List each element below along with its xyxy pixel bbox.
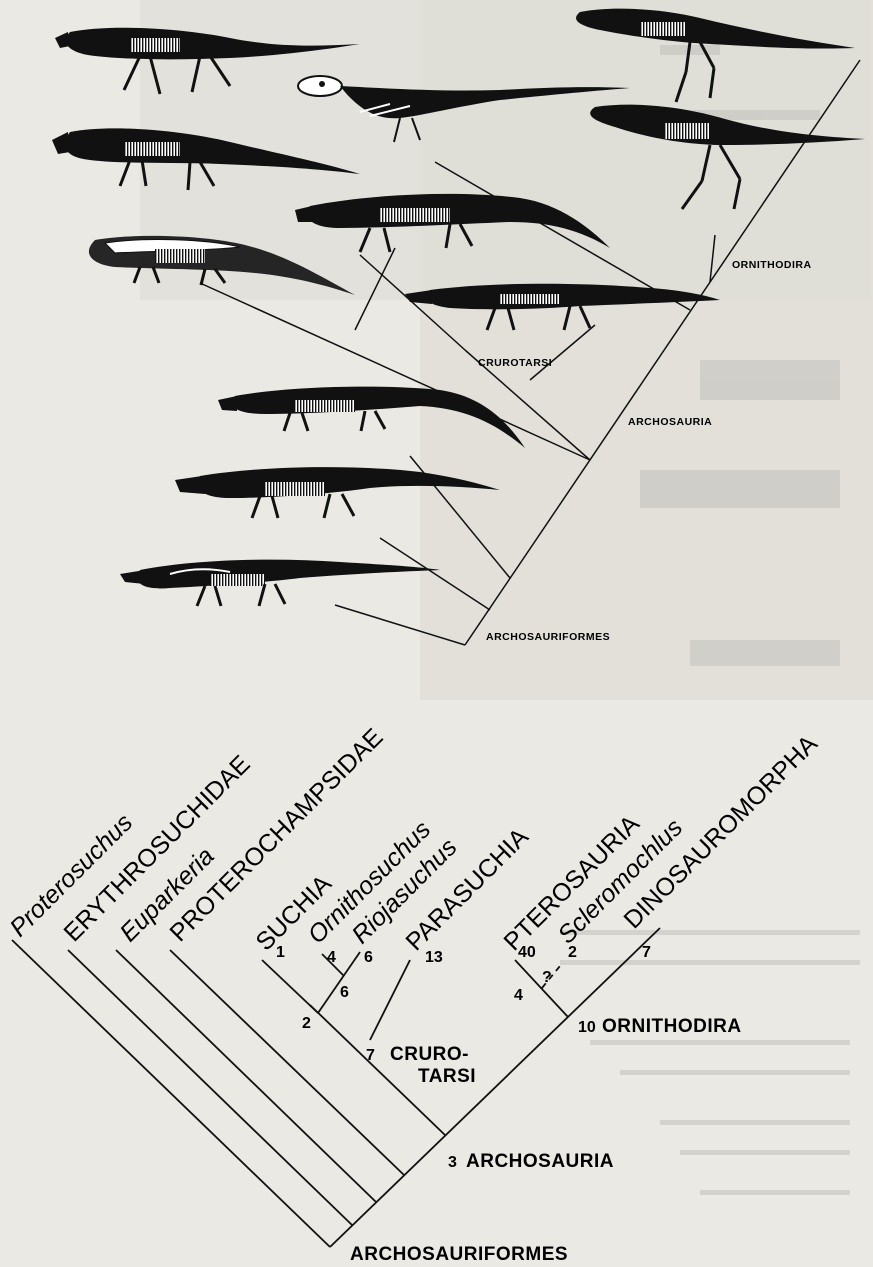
proterochampsid-reconstruction — [405, 284, 720, 330]
top-tree-lines — [200, 60, 860, 645]
pterosaur-reconstruction — [298, 76, 630, 142]
num-suchia: 1 — [276, 944, 285, 961]
num-scleromochlus: 2 — [568, 944, 577, 961]
suchian-reconstruction — [89, 236, 355, 295]
num-riojasuchus: 6 — [364, 949, 373, 966]
dinosauromorph-reconstruction-lower — [590, 105, 865, 209]
bottom-clade-labels: CRURO- TARSI ORNITHODIRA ARCHOSAURIA ARC… — [350, 1016, 742, 1265]
taxon-labels: Proterosuchus ERYTHROSUCHIDAE Euparkeria… — [4, 723, 823, 956]
num-pterosauria: 40 — [518, 944, 536, 961]
top-label-archosauria: ARCHOSAURIA — [628, 416, 712, 428]
clade-archosauriformes: ARCHOSAURIFORMES — [350, 1244, 568, 1265]
num-ornithodira-node: 10 — [578, 1019, 596, 1036]
clade-crurotarsi-line1: CRURO- — [390, 1044, 469, 1065]
top-label-ornithodira: ORNITHODIRA — [732, 259, 812, 271]
num-ptero-node: 4 — [514, 987, 523, 1004]
top-label-crurotarsi: CRUROTARSI — [478, 357, 552, 369]
num-parasuchia: 13 — [425, 949, 443, 966]
num-crurotarsi-node: 7 — [366, 1047, 375, 1064]
num-archosauria-node: 3 — [448, 1154, 457, 1171]
num-suchia-node: 2 — [302, 1015, 311, 1032]
num-ornithosuchus: 4 — [327, 949, 336, 966]
num-question: ? — [542, 969, 552, 986]
ornithosuchus-reconstruction — [52, 128, 360, 190]
top-label-archosauriformes: ARCHOSAURIFORMES — [486, 631, 610, 643]
num-ornithosuchid-node: 6 — [340, 984, 349, 1001]
bottom-tree-lines — [12, 928, 660, 1247]
num-dinosauromorpha: 7 — [642, 944, 651, 961]
clade-archosauria: ARCHOSAURIA — [466, 1151, 614, 1172]
erythrosuchid-reconstruction — [175, 467, 500, 518]
euparkeria-reconstruction — [218, 387, 525, 448]
clade-ornithodira: ORNITHODIRA — [602, 1016, 742, 1037]
bottom-cladogram: Proterosuchus ERYTHROSUCHIDAE Euparkeria… — [0, 660, 873, 1267]
top-cladogram: ORNITHODIRA CRUROTARSI ARCHOSAURIA ARCHO… — [0, 0, 873, 660]
proterosuchus-reconstruction — [120, 560, 440, 606]
clade-crurotarsi-line2: TARSI — [418, 1066, 476, 1087]
parasuchian-reconstruction — [295, 194, 610, 252]
